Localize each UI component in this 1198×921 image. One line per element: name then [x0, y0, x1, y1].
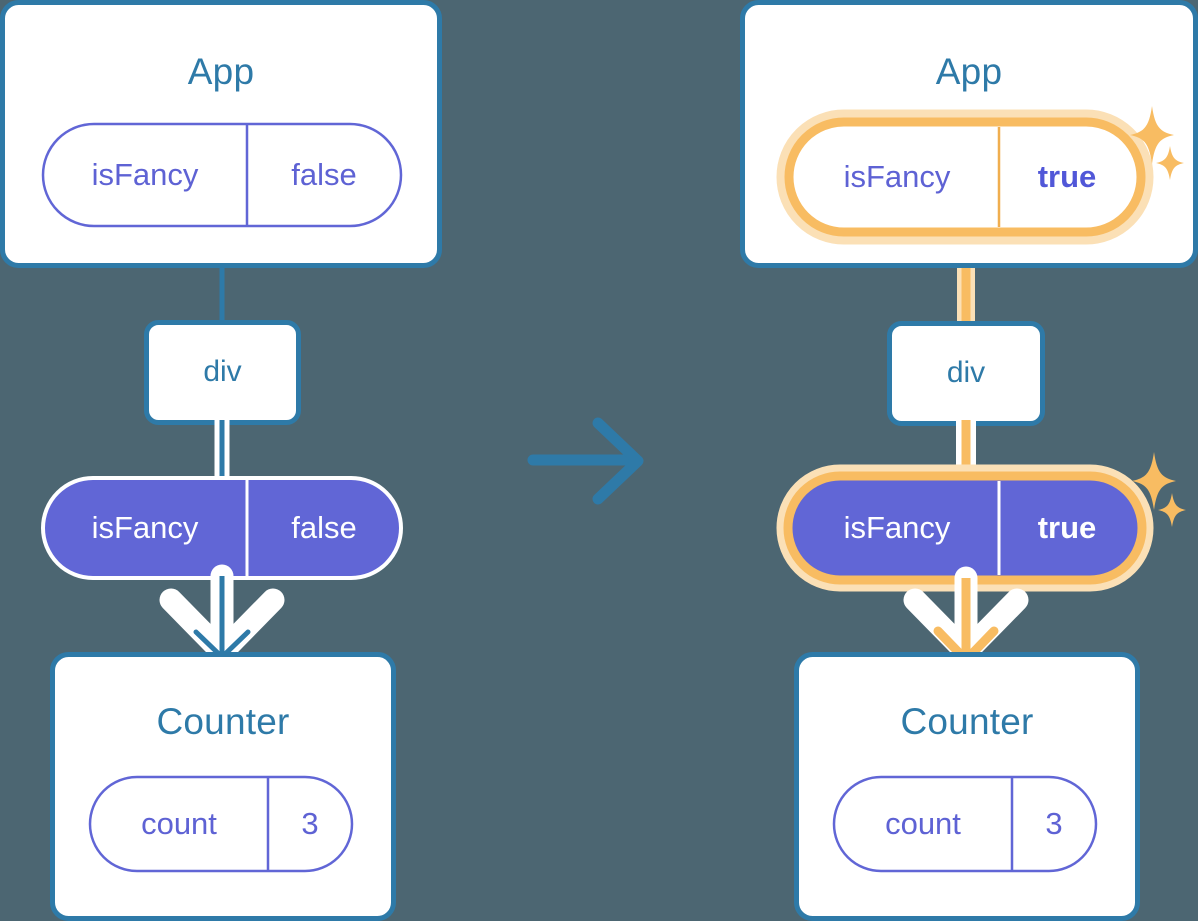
counter-state-pill-right: [832, 775, 1098, 873]
app-state-pill-ring-right: [784, 117, 1146, 237]
div-box-left: [144, 320, 301, 425]
prop-pill-ring-right: [783, 471, 1147, 585]
arrow-right-icon: [527, 417, 644, 505]
arrow-prop-to-counter-left: [159, 564, 285, 667]
div-box-right: [887, 321, 1045, 426]
prop-pill-left: [41, 476, 403, 580]
arrow-prop-to-counter-right: [903, 566, 1029, 667]
counter-state-pill-left: [88, 775, 354, 873]
sparkle-icon-prop-right: [1132, 452, 1186, 527]
sparkle-icon-app-right: [1130, 106, 1184, 180]
app-state-pill-left: [41, 122, 403, 228]
